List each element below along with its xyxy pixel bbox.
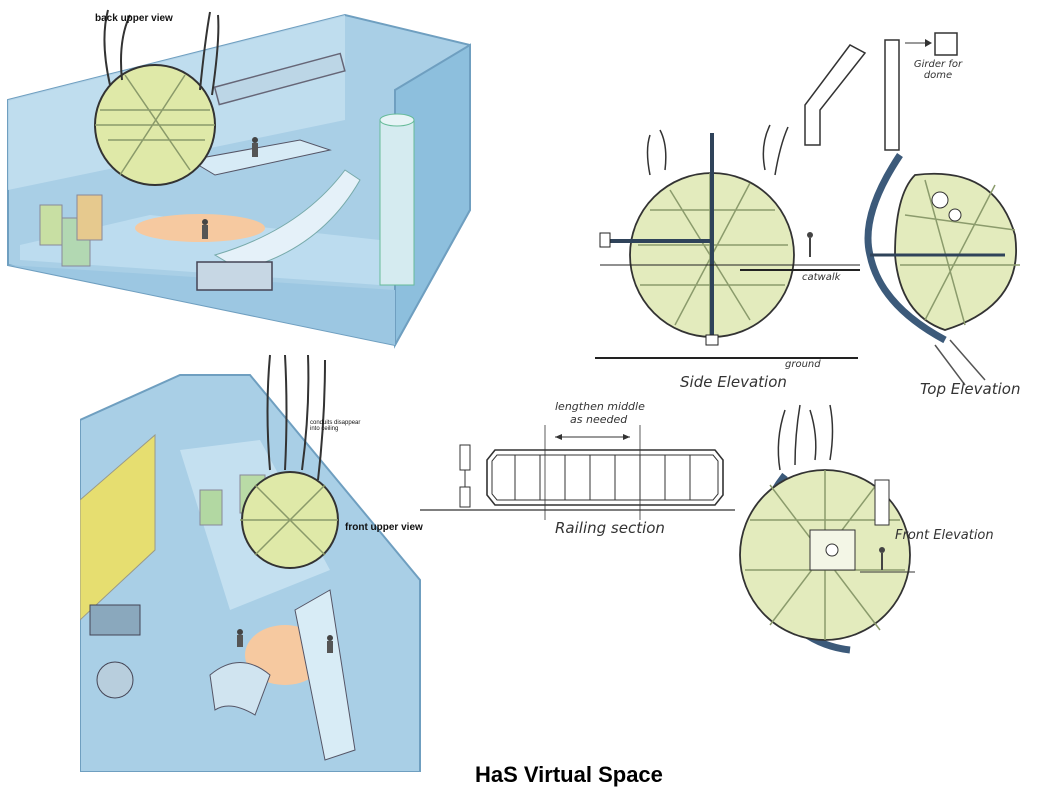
front-upper-view-panel: conduits disappear into ceiling front up… <box>80 350 430 772</box>
conduits-note: conduits disappear into ceiling <box>310 420 361 432</box>
page-title: HaS Virtual Space <box>475 762 663 787</box>
front-upper-view-label: front upper view <box>345 522 423 533</box>
front-elevation-label: Front Elevation <box>895 528 994 543</box>
girder-sketch <box>804 32 958 151</box>
back-upper-view-illustration <box>7 9 471 349</box>
railing-note-line1: lengthen middle <box>555 400 645 413</box>
front-elevation-panel: Front Elevation <box>730 400 1030 660</box>
side-elevation-label: Side Elevation <box>680 373 787 391</box>
back-upper-view-panel: back upper view <box>0 0 475 355</box>
top-elevation-panel: Top Elevation <box>855 145 1040 400</box>
railing-sketch <box>420 425 735 520</box>
railing-note-line2: as needed <box>570 413 628 426</box>
railing-panel: lengthen middle as needed Railing sectio… <box>415 395 735 545</box>
front-elevation-sketch <box>739 404 915 654</box>
side-elevation-panel: catwalk ground Side Elevation <box>590 115 870 395</box>
railing-section-label: Railing section <box>555 519 665 537</box>
side-elevation-sketch <box>595 124 860 359</box>
top-elevation-sketch <box>864 153 1020 386</box>
catwalk-label: catwalk <box>802 272 841 283</box>
ground-label: ground <box>785 359 821 370</box>
front-upper-view-illustration <box>80 354 421 772</box>
back-upper-view-label: back upper view <box>95 13 173 24</box>
girder-label: Girder for dome <box>913 59 963 81</box>
top-elevation-label: Top Elevation <box>920 380 1021 398</box>
girder-panel: Girder for dome <box>790 25 990 165</box>
